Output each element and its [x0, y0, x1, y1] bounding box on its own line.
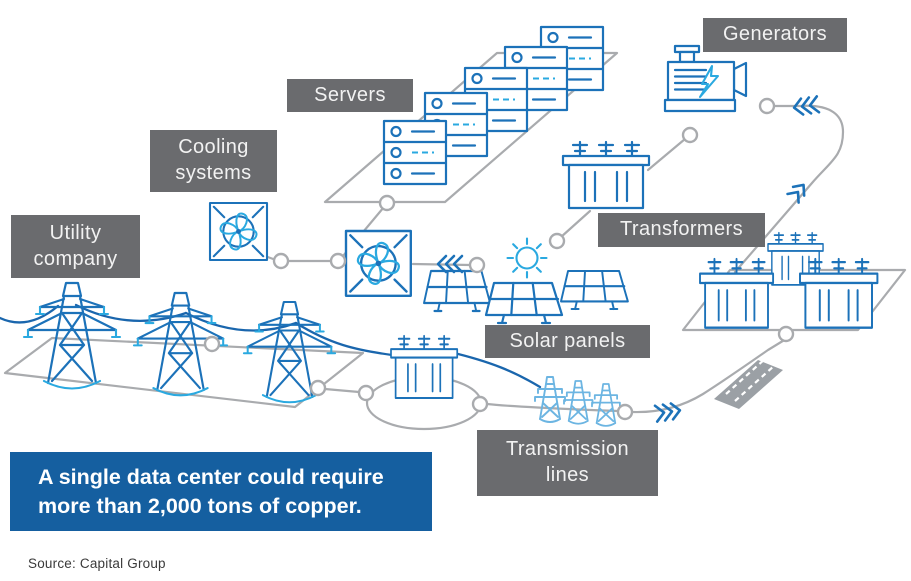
connector-node	[329, 252, 347, 270]
flow-arrow-icon	[653, 402, 682, 423]
copper-callout-text: A single data center could require more …	[38, 464, 384, 518]
label-cooling-systems: Cooling systems	[150, 130, 277, 192]
small-transmission-tower-icon	[591, 383, 621, 427]
connector-node	[357, 384, 375, 402]
source-attribution: Source: Capital Group	[28, 556, 166, 571]
flow-arrow-icon	[786, 183, 806, 204]
solar-panel-icon	[484, 281, 564, 325]
transformer-icon	[389, 334, 459, 400]
cooling-fan-icon	[344, 229, 412, 297]
sun-icon	[506, 237, 548, 279]
cooling-fan-icon	[208, 201, 269, 262]
flow-arrow-icon	[792, 95, 821, 116]
flow-arrow-icon	[436, 254, 464, 274]
utility-platform	[3, 336, 365, 409]
power-wires	[0, 303, 542, 389]
server-rack-icon	[382, 119, 448, 186]
transformer-icon	[561, 140, 651, 210]
small-transmission-tower-icon	[534, 376, 566, 423]
label-utility-company: Utility company	[11, 215, 140, 278]
connector-node	[378, 194, 396, 212]
solar-panel-icon	[422, 269, 492, 313]
connector-node	[681, 126, 699, 144]
solar-panel-icon	[559, 269, 629, 311]
connector-node	[309, 379, 327, 397]
label-transformers: Transformers	[598, 213, 765, 247]
connector-nodes	[203, 97, 795, 421]
transformer-icon	[698, 257, 775, 329]
transmission-tower-icon	[22, 281, 122, 390]
label-transmission-lines: Transmission lines	[477, 430, 658, 496]
connector-node	[272, 252, 290, 270]
connector-node	[777, 325, 795, 343]
connector-node	[548, 232, 566, 250]
label-servers: Servers	[287, 79, 413, 112]
connector-node	[468, 256, 486, 274]
transformer-icon	[798, 257, 879, 329]
copper-callout: A single data center could require more …	[10, 452, 432, 531]
generator-icon	[663, 44, 748, 113]
connector-node	[616, 403, 634, 421]
connector-node	[471, 395, 489, 413]
road-icon	[714, 357, 783, 409]
connector-node	[758, 97, 776, 115]
connector-node	[203, 335, 221, 353]
label-solar-panels: Solar panels	[485, 325, 650, 358]
label-generators: Generators	[703, 18, 847, 52]
small-transmission-tower-icon	[563, 380, 594, 425]
